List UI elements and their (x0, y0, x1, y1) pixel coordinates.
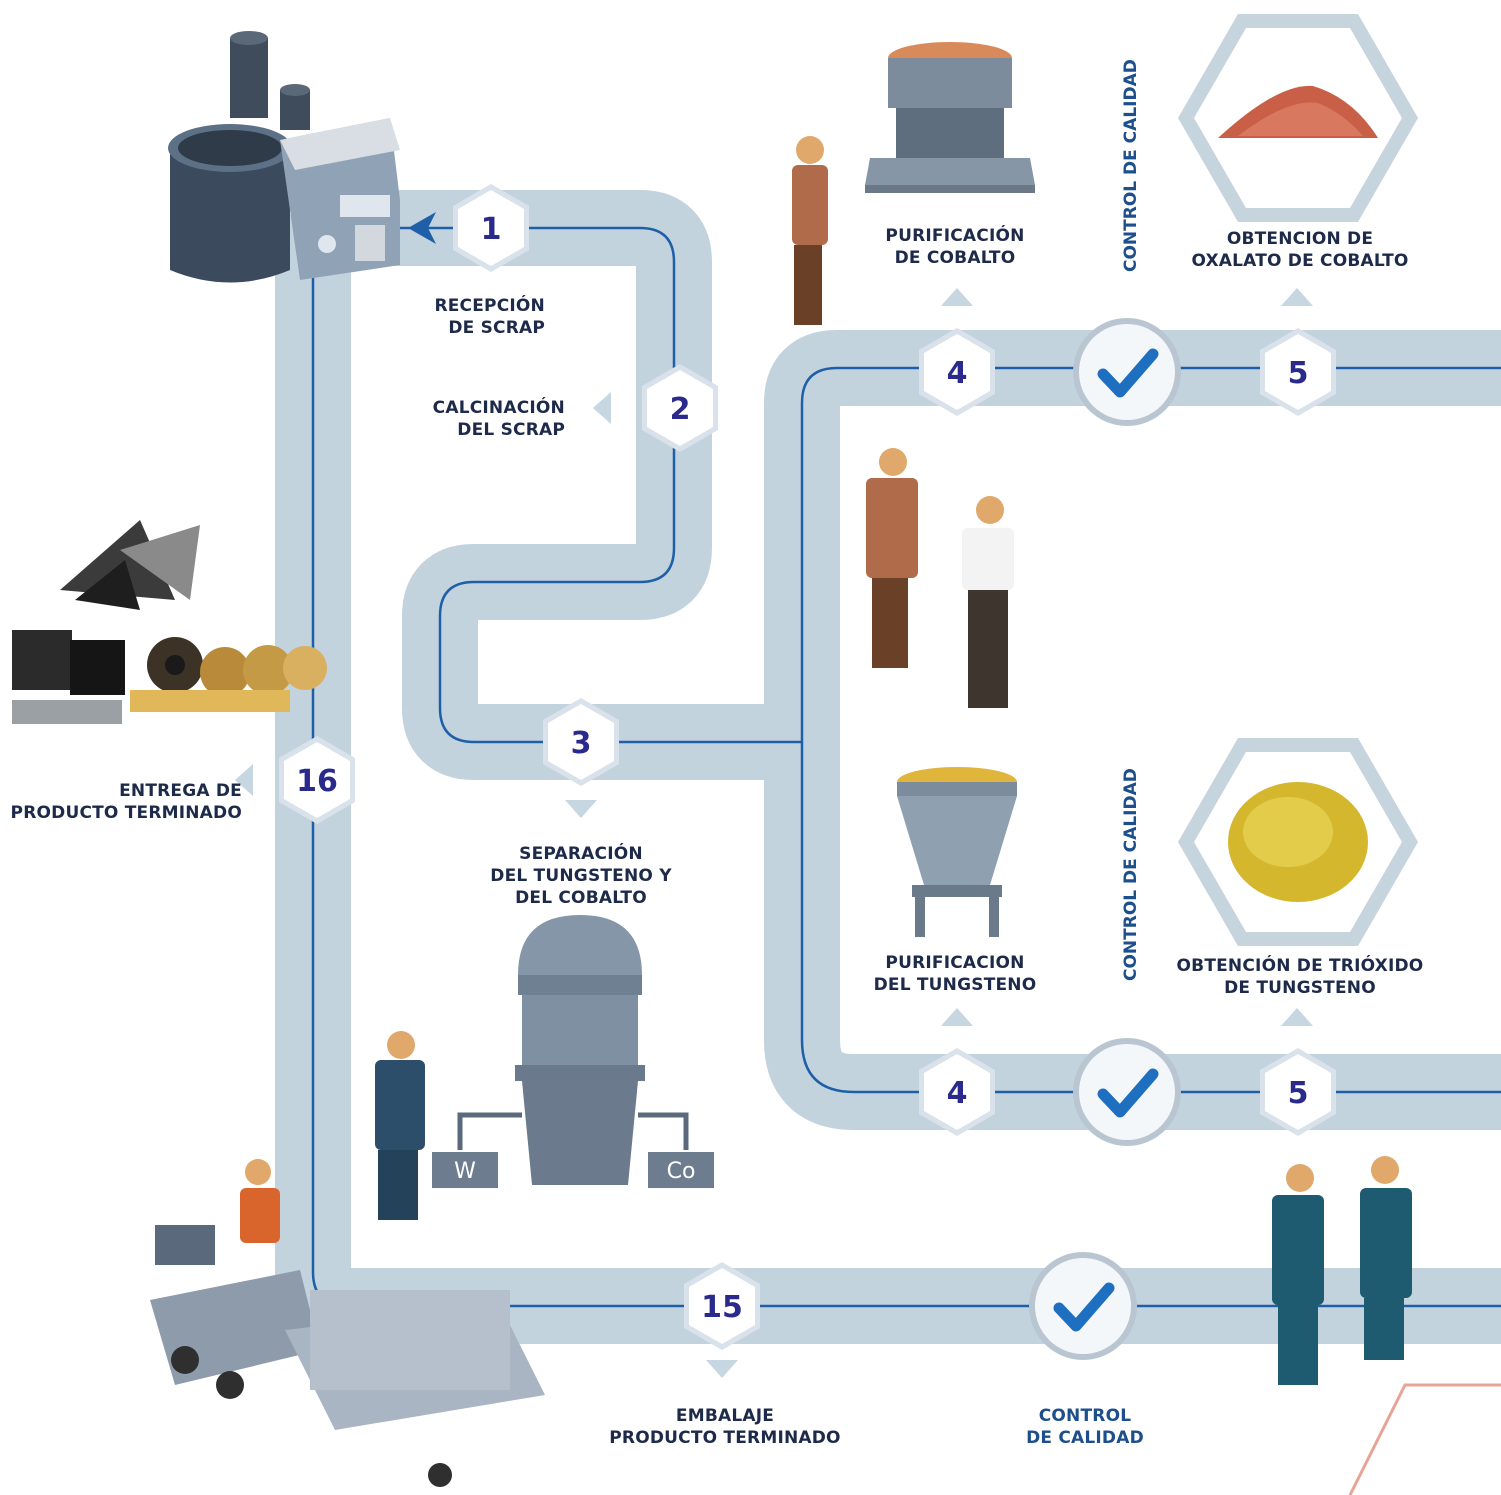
step-node-3: 3 (543, 698, 619, 786)
step-label-1: RECEPCIÓN DE SCRAP (380, 295, 545, 339)
worker-icon (866, 448, 918, 668)
step-label-2: CALCINACIÓN DEL SCRAP (400, 397, 565, 441)
step-number-4-tungsten: 4 (947, 1076, 968, 1111)
step-number-5-tungsten: 5 (1288, 1076, 1309, 1111)
quality-check-icon-final (1029, 1252, 1137, 1360)
step-label-3: SEPARACIÓN DEL TUNGSTENO Y DEL COBALTO (475, 843, 687, 909)
step-label-4-tungsten: PURIFICACION DEL TUNGSTENO (860, 952, 1050, 996)
step-label-4-cobalt: PURIFICACIÓN DE COBALTO (860, 225, 1050, 269)
step-label-4-cobalt-line-2: DE COBALTO (894, 248, 1016, 268)
arrow-up-icon (941, 1008, 973, 1026)
worker-icon (962, 496, 1014, 708)
step-node-5-cobalt: 5 (1260, 328, 1336, 416)
step-label-4-tungsten-line-1: PURIFICACION (885, 953, 1025, 973)
arrow-down-icon (565, 800, 597, 818)
flow-arrow-icon (408, 212, 436, 244)
step-node-15: 15 (684, 1262, 760, 1350)
bin-label-co: Co (667, 1159, 696, 1184)
step-number-5-cobalt: 5 (1288, 356, 1309, 391)
step-label-16-line-2: PRODUCTO TERMINADO (10, 803, 242, 823)
quality-control-label-cobalt: CONTROL DE CALIDAD (1121, 59, 1141, 272)
step-label-16-line-1: ENTREGA DE (119, 781, 242, 801)
step-label-1-line-2: DE SCRAP (448, 318, 545, 338)
factory-icon (168, 31, 400, 283)
step-label-16: ENTREGA DE PRODUCTO TERMINADO (4, 780, 242, 824)
step-label-3-line-2: DEL TUNGSTENO Y (490, 866, 672, 886)
step-node-2: 2 (642, 364, 718, 452)
tungsten-trioxide-powder-icon (1178, 738, 1418, 946)
step-number-2: 2 (670, 392, 691, 427)
arrow-up-icon (1281, 288, 1313, 306)
arrow-up-icon (941, 288, 973, 306)
step-node-5-tungsten: 5 (1260, 1048, 1336, 1136)
worker-icon (1272, 1164, 1324, 1385)
step-label-15: EMBALAJE PRODUCTO TERMINADO (600, 1405, 850, 1449)
arrow-left-icon (593, 392, 611, 424)
forklift-icon (150, 1159, 545, 1487)
step-label-5-cobalt-line-2: OXALATO DE COBALTO (1191, 251, 1409, 271)
arrow-down-icon (706, 1360, 738, 1378)
quality-control-label-tungsten: CONTROL DE CALIDAD (1121, 768, 1141, 981)
step-label-2-line-1: CALCINACIÓN (432, 398, 565, 418)
step-number-3: 3 (571, 726, 592, 761)
step-node-16: 16 (279, 736, 355, 824)
step-label-3-line-3: DEL COBALTO (515, 888, 647, 908)
step-label-5-tungsten-line-2: DE TUNGSTENO (1224, 978, 1376, 998)
step-number-4-cobalt: 4 (947, 356, 968, 391)
step-label-5-cobalt-line-1: OBTENCION DE (1226, 229, 1374, 249)
separation-reactor-icon: W Co (432, 915, 714, 1188)
step-label-4-cobalt-line-1: PURIFICACIÓN (885, 226, 1025, 246)
step-node-4-tungsten: 4 (919, 1048, 995, 1136)
step-label-5-tungsten-line-1: OBTENCIÓN DE TRIÓXIDO (1176, 956, 1424, 976)
step-label-1-line-1: RECEPCIÓN (434, 296, 545, 316)
step-label-3-line-1: SEPARACIÓN (519, 844, 643, 864)
worker-icon (792, 136, 828, 325)
worker-icon (1360, 1156, 1412, 1360)
quality-control-label-final: CONTROL DE CALIDAD (1010, 1405, 1160, 1449)
decorative-floor-lines (1348, 1383, 1501, 1495)
cobalt-purifier-icon (865, 42, 1035, 193)
step-node-4-cobalt: 4 (919, 328, 995, 416)
step-label-2-line-2: DEL SCRAP (457, 420, 565, 440)
tungsten-hopper-icon (897, 767, 1017, 937)
quality-control-label-final-line-1: CONTROL (1038, 1406, 1132, 1426)
quality-control-label-final-line-2: DE CALIDAD (1026, 1428, 1144, 1448)
cobalt-oxalate-powder-icon (1178, 14, 1418, 222)
scrap-tools-icon (12, 520, 327, 724)
step-label-5-cobalt: OBTENCION DE OXALATO DE COBALTO (1180, 228, 1420, 272)
step-node-1: 1 (453, 184, 529, 272)
step-number-1: 1 (481, 212, 502, 247)
step-number-16: 16 (296, 764, 338, 799)
arrow-up-icon (1281, 1008, 1313, 1026)
step-label-15-line-1: EMBALAJE (675, 1406, 775, 1426)
step-label-15-line-2: PRODUCTO TERMINADO (609, 1428, 841, 1448)
quality-check-icon-cobalt (1073, 318, 1181, 426)
bin-label-w: W (454, 1159, 476, 1184)
step-label-5-tungsten: OBTENCIÓN DE TRIÓXIDO DE TUNGSTENO (1165, 955, 1435, 999)
quality-check-icon-tungsten (1073, 1038, 1181, 1146)
step-number-15: 15 (701, 1290, 743, 1325)
step-label-4-tungsten-line-2: DEL TUNGSTENO (873, 975, 1037, 995)
worker-icon (375, 1031, 425, 1220)
